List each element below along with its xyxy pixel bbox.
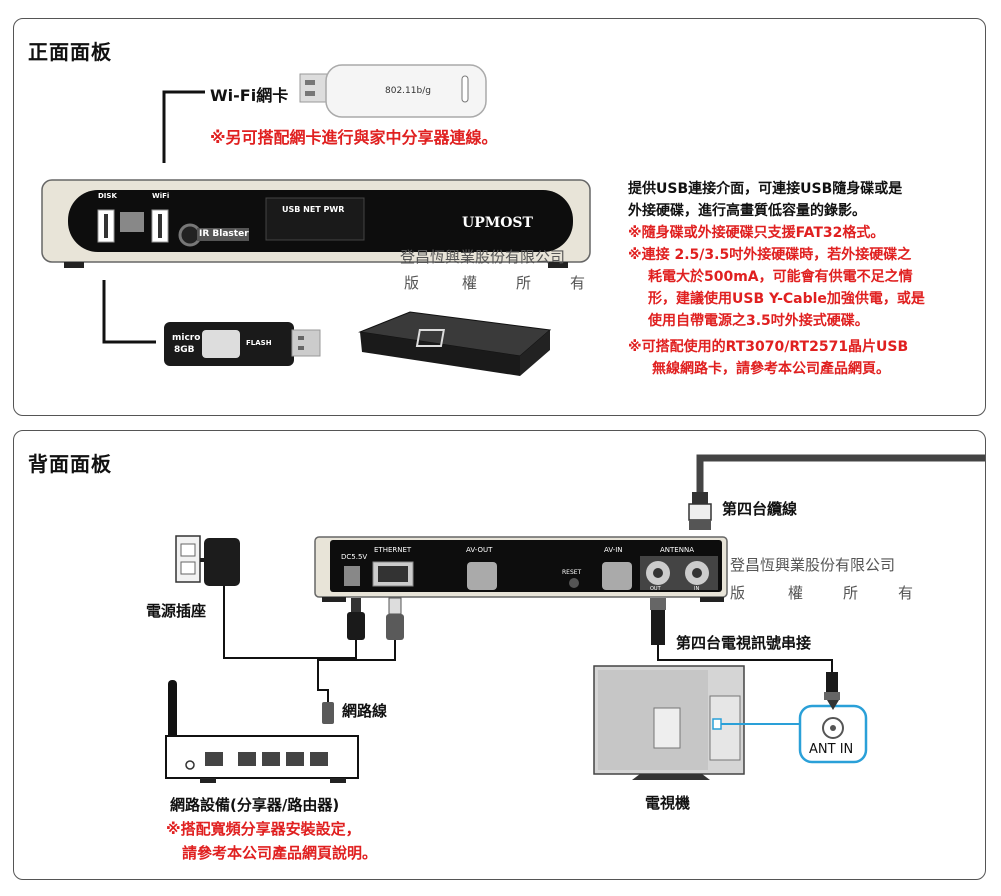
- back-watermark-line1: 登昌恆興業股份有限公司: [730, 556, 896, 574]
- back-panel-title: 背面面板: [28, 452, 112, 476]
- wifi-card-note: ※另可搭配網卡進行與家中分享器連線。: [210, 128, 498, 147]
- front-panel-title: 正面面板: [28, 40, 112, 64]
- power-outlet-label: 電源插座: [146, 602, 207, 620]
- back-port-avout: AV-OUT: [466, 546, 493, 554]
- cable-tv-line: [696, 454, 985, 492]
- hdd-note-line1: ※連接 2.5/3.5吋外接硬碟時，若外接硬碟之: [628, 247, 912, 263]
- wifi-card-label: Wi-Fi網卡: [210, 86, 289, 105]
- flash-size-label: 8GB: [174, 345, 195, 355]
- hdd-note-line3: 形，建議使用USB Y-Cable加強供電，或是: [648, 291, 925, 307]
- back-watermark-char: 權: [788, 584, 804, 602]
- fat32-note: ※隨身碟或外接硬碟只支援FAT32格式。: [628, 225, 885, 241]
- power-plug: [347, 598, 365, 640]
- wifi-port-label: WiFi: [152, 192, 170, 200]
- flash-drive: [164, 322, 321, 366]
- back-port-dc: DC5.5V: [341, 553, 368, 561]
- wall-outlet: [175, 535, 240, 586]
- router-label: 網路設備(分享器/路由器): [170, 796, 340, 814]
- front-watermark-char: 有: [570, 274, 586, 292]
- wifi-dongle: [299, 64, 487, 118]
- tv-signal-cable: [657, 645, 833, 672]
- display-panel-text: USB NET PWR: [282, 205, 345, 214]
- router-note-line1: ※搭配寬頻分享器安裝設定，: [166, 820, 361, 838]
- back-watermark-char: 所: [843, 584, 859, 602]
- back-port-ethernet: ETHERNET: [374, 546, 412, 554]
- wifi-chip-note-line2: 無線網路卡，請參考本公司產品網頁。: [652, 361, 890, 377]
- router: [165, 680, 359, 783]
- cable-connector-top: [688, 492, 712, 530]
- flash-connector-line: [102, 280, 156, 344]
- front-watermark-line1: 登昌恆興業股份有限公司: [400, 248, 566, 266]
- ethernet-plug: [386, 597, 404, 640]
- usb-desc-line1: 提供USB連接介面，可連接USB隨身碟或是: [628, 181, 903, 197]
- hdd-note-line4: 使用自帶電源之3.5吋外接式硬碟。: [648, 313, 869, 329]
- back-port-reset: RESET: [562, 569, 582, 576]
- usb-desc-line2: 外接硬碟，進行高畫質低容量的錄影。: [628, 203, 866, 219]
- back-watermark-char: 有: [898, 584, 914, 602]
- ethernet-cable: [317, 640, 396, 702]
- tv-chain-label: 第四台電視訊號串接: [676, 634, 812, 652]
- television: [593, 665, 745, 780]
- hdd-note-line2: 耗電大於500mA，可能會有供電不足之情: [648, 269, 913, 285]
- ant-in-label: ANT IN: [809, 742, 854, 757]
- cable-tv-label: 第四台纜線: [722, 500, 798, 518]
- ir-blaster-label: IR Blaster: [199, 229, 249, 239]
- front-watermark-char: 權: [462, 274, 478, 292]
- dongle-text: 802.11b/g: [385, 86, 431, 96]
- flash-tag-label: FLASH: [246, 339, 272, 347]
- power-cable: [223, 586, 357, 659]
- router-note-line2: 請參考本公司產品網頁說明。: [182, 844, 378, 862]
- wifi-connector-line: [162, 90, 205, 163]
- back-watermark-char: 版: [730, 584, 746, 602]
- back-port-out: OUT: [650, 586, 661, 592]
- disk-label: DISK: [98, 192, 117, 200]
- back-port-avin: AV-IN: [604, 546, 623, 554]
- flash-micro-label: micro: [172, 333, 201, 343]
- external-hdd: [358, 311, 552, 376]
- ant-in-callout: [798, 704, 868, 764]
- brand-logo: UPMOST: [462, 215, 533, 231]
- back-device: [314, 536, 728, 602]
- network-cable-label: 網路線: [342, 702, 388, 720]
- front-device: [41, 179, 591, 268]
- coax-plug: [650, 598, 666, 645]
- ant-in-plug: [824, 672, 840, 710]
- front-watermark-char: 所: [516, 274, 532, 292]
- back-panel: [13, 430, 986, 880]
- back-port-in: IN: [694, 586, 700, 592]
- tv-label: 電視機: [645, 794, 691, 812]
- wifi-chip-note-line1: ※可搭配使用的RT3070/RT2571晶片USB: [628, 339, 909, 355]
- front-watermark-char: 版: [404, 274, 420, 292]
- back-port-antenna: ANTENNA: [660, 546, 694, 554]
